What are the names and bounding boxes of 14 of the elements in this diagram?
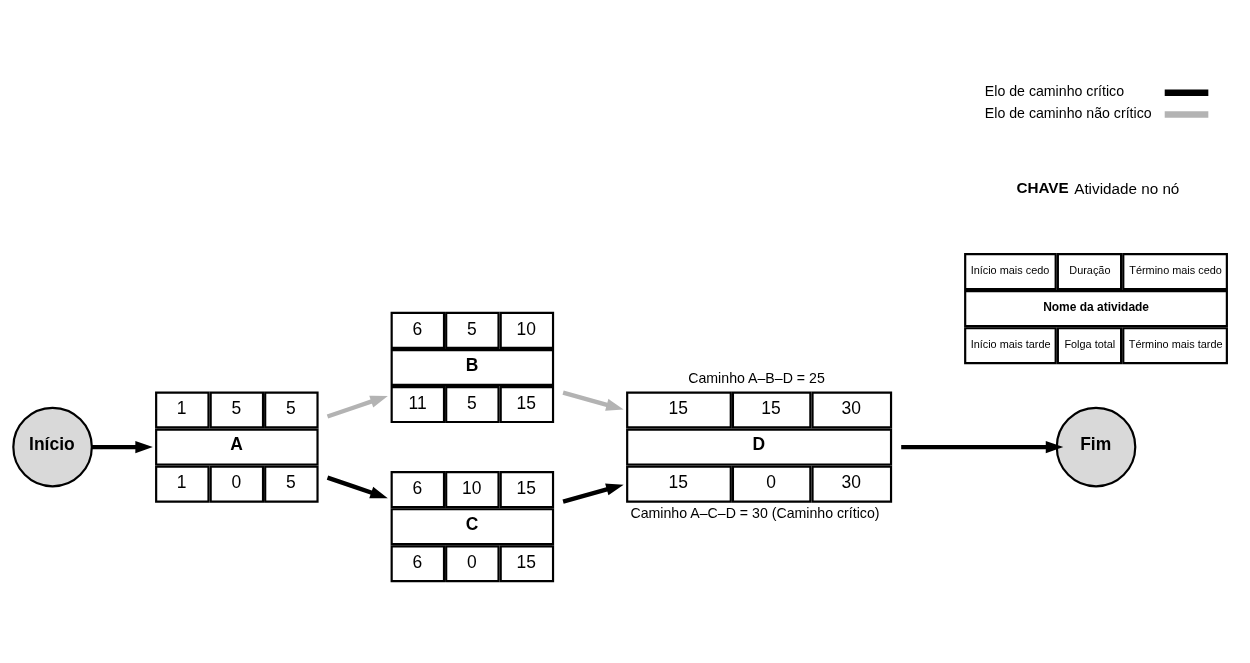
node-circle: Início: [12, 406, 93, 488]
legend-label: Elo de caminho não crítico: [984, 105, 1152, 122]
arrow: [901, 440, 1064, 454]
node-circle: Fim: [1055, 406, 1137, 488]
label: Atividade no nó: [1074, 180, 1180, 198]
arrow: [326, 475, 388, 499]
arrow: [562, 483, 624, 504]
label: CHAVE: [1016, 179, 1069, 197]
arrow: [91, 440, 153, 454]
node-label: Caminho A–C–D = 30 (Caminho crítico): [630, 505, 880, 522]
node-label: Caminho A–B–D = 25: [688, 370, 825, 387]
legend-label: Elo de caminho crítico: [984, 83, 1125, 100]
arrow: [326, 395, 388, 419]
arrow: [562, 390, 624, 411]
